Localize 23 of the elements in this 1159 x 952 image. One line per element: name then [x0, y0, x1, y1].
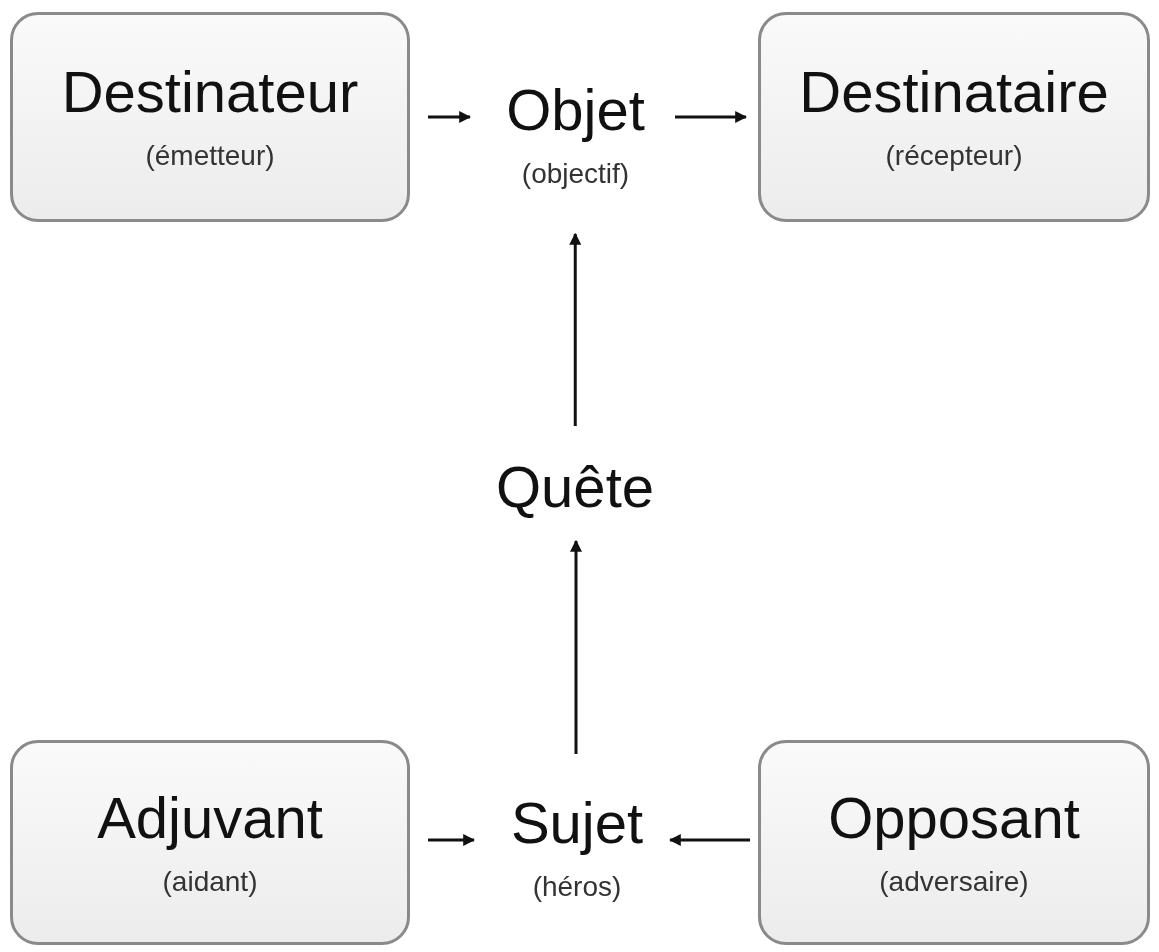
- role-box: [758, 740, 1150, 945]
- role-title: Destinataire: [799, 59, 1109, 127]
- role-description: (aidant): [162, 864, 258, 899]
- role-description: (adversaire): [879, 864, 1029, 899]
- role-box: [10, 740, 410, 945]
- role-title: Adjuvant: [97, 784, 323, 852]
- role-title: Destinateur: [61, 59, 359, 127]
- role-box: [10, 12, 410, 222]
- role-title: Quête: [496, 454, 654, 521]
- role-title: Sujet: [510, 789, 644, 857]
- role-description: (objectif): [521, 157, 630, 192]
- role-title: Objet: [506, 77, 645, 145]
- role-description: (émetteur): [145, 139, 275, 174]
- arrow: [570, 539, 582, 754]
- arrow: [428, 111, 472, 123]
- arrow: [675, 111, 748, 123]
- role-description: (héros): [532, 869, 622, 904]
- role-title: Opposant: [828, 784, 1080, 852]
- role-box: [758, 12, 1150, 222]
- arrow: [569, 232, 582, 426]
- arrow: [428, 834, 476, 846]
- arrow: [668, 834, 750, 846]
- role-description: (récepteur): [885, 139, 1023, 174]
